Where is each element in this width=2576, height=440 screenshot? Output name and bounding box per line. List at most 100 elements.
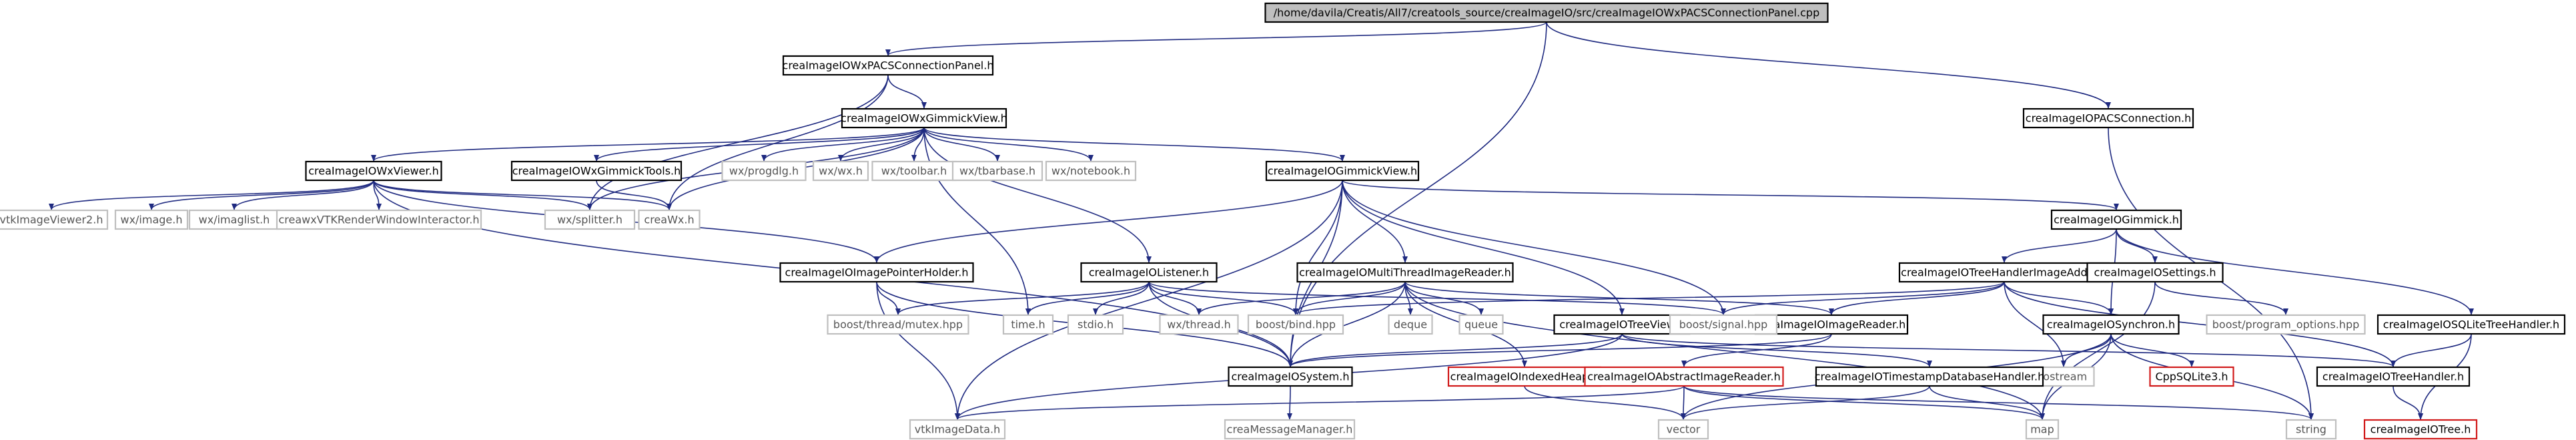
node-label-vtkimageviewer2: vtkImageViewer2.h xyxy=(0,214,103,226)
node-box-timeh xyxy=(1002,314,1054,335)
node-box-stdio xyxy=(1067,314,1124,335)
node-box-treehandler xyxy=(2316,366,2471,387)
node-wxwx: wx/wx.h xyxy=(812,160,869,182)
node-multithreadreader[interactable]: creaImageIOMultiThreadImageReader.h xyxy=(1296,262,1514,283)
node-label-indexedheap: creaImageIOIndexedHeap.h xyxy=(1450,371,1599,383)
node-vtkimageviewer2: vtkImageViewer2.h xyxy=(0,209,109,230)
node-settings[interactable]: creaImageIOSettings.h xyxy=(2086,262,2224,283)
node-label-synchron: creaImageIOSynchron.h xyxy=(2047,318,2175,331)
node-wxviewer[interactable]: creaImageIOWxViewer.h xyxy=(305,160,442,182)
edge-gimmick-to-treehandlerimageadder xyxy=(2002,228,2117,263)
node-box-multithreadreader xyxy=(1296,262,1514,283)
node-sqlitetreehandler[interactable]: creaImageIOSQLiteTreeHandler.h xyxy=(2377,314,2566,335)
node-box-queue xyxy=(1458,314,1504,335)
node-label-wxviewer: creaImageIOWxViewer.h xyxy=(308,165,439,178)
node-box-map xyxy=(2025,419,2060,440)
node-label-progopts: boost/program_options.hpp xyxy=(2212,318,2360,332)
node-box-listener xyxy=(1080,262,1218,283)
node-label-abstractreader: creaImageIOAbstractImageReader.h xyxy=(1587,371,1780,383)
node-system[interactable]: creaImageIOSystem.h xyxy=(1228,366,1353,387)
node-gimmick[interactable]: creaImageIOGimmick.h xyxy=(2050,209,2182,230)
node-box-abstractreader xyxy=(1584,366,1784,387)
edge-wxviewer-to-vtkimageviewer2 xyxy=(49,180,374,210)
edge-abstractreader-to-map xyxy=(1683,385,2045,420)
node-label-bind: boost/bind.hpp xyxy=(1256,318,1336,331)
node-label-vtkrenderwin: creawxVTKRenderWindowInteractor.h xyxy=(278,214,479,226)
node-wxpacspanel[interactable]: creaImageIOWxPACSConnectionPanel.h xyxy=(783,55,994,76)
edge-root-to-wxpacspanel xyxy=(885,21,1547,56)
node-pacsconn[interactable]: creaImageIOPACSConnection.h xyxy=(2022,107,2194,129)
node-label-timeh: time.h xyxy=(1011,318,1045,331)
edge-wxgimmickview-to-wxgimmicktools xyxy=(594,127,925,162)
edge-treehandler-to-tree xyxy=(2393,385,2423,420)
node-cppsqlite[interactable]: CppSQLite3.h xyxy=(2149,366,2234,387)
node-label-settings: creaImageIOSettings.h xyxy=(2094,266,2216,279)
node-label-iostream: iostream xyxy=(2040,371,2087,383)
node-indexedheap[interactable]: creaImageIOIndexedHeap.h xyxy=(1447,366,1602,387)
node-gimmickview[interactable]: creaImageIOGimmickView.h xyxy=(1265,160,1420,182)
node-label-wxpacspanel: creaImageIOWxPACSConnectionPanel.h xyxy=(783,59,994,72)
node-treehandlerimageadder[interactable]: creaImageIOTreeHandlerImageAdder.h xyxy=(1898,262,2110,283)
edges-layer xyxy=(49,21,2474,420)
node-label-treehandlerimageadder: creaImageIOTreeHandlerImageAdder.h xyxy=(1901,266,2108,279)
node-wxgimmicktools[interactable]: creaImageIOWxGimmickTools.h xyxy=(510,160,683,182)
node-box-sqlitetreehandler xyxy=(2377,314,2566,335)
edge-listener-to-bind xyxy=(1148,281,1298,315)
node-label-sqlitetreehandler: creaImageIOSQLiteTreeHandler.h xyxy=(2383,318,2559,331)
node-label-stdio: stdio.h xyxy=(1078,318,1114,331)
edge-timestampdb-to-vector xyxy=(1681,385,1930,420)
edge-gimmickview-to-bind xyxy=(1293,180,1343,315)
edge-wxgimmicktools-to-creawx xyxy=(596,180,672,210)
node-wxgimmickview[interactable]: creaImageIOWxGimmickView.h xyxy=(841,107,1007,129)
node-label-gimmick: creaImageIOGimmick.h xyxy=(2054,214,2179,226)
node-imagereader[interactable]: creaImageIOImageReader.h xyxy=(1754,314,1909,335)
edge-imagereader-to-system xyxy=(1288,333,1832,367)
node-tree[interactable]: creaImageIOTree.h xyxy=(2363,419,2478,440)
node-label-wximaglist: wx/imaglist.h xyxy=(199,214,270,226)
node-imagepointerholder[interactable]: creaImageIOImagePointerHolder.h xyxy=(779,262,974,283)
node-box-root xyxy=(1264,2,1829,23)
edge-wxviewer-to-splitter xyxy=(373,180,592,210)
edge-multithreadreader-to-queue xyxy=(1404,281,1484,315)
node-box-wxthread xyxy=(1159,314,1239,335)
node-box-gimmickview xyxy=(1265,160,1420,182)
node-label-wxthread: wx/thread.h xyxy=(1167,318,1231,331)
node-label-multithreadreader: creaImageIOMultiThreadImageReader.h xyxy=(1299,266,1511,279)
node-box-system xyxy=(1228,366,1353,387)
node-box-progdlg xyxy=(721,160,807,182)
edge-treeview-to-timestampdb xyxy=(1621,333,1932,367)
edge-wxpacspanel-to-creawx xyxy=(667,74,889,210)
node-box-pacsconn xyxy=(2022,107,2194,129)
edge-wxgimmickview-to-notebook xyxy=(923,127,1094,162)
node-string: string xyxy=(2285,419,2337,440)
node-label-timestampdb: creaImageIOTimestampDatabaseHandler.h xyxy=(1815,371,2045,383)
edge-gimmick-to-settings xyxy=(2116,228,2158,263)
node-box-bind xyxy=(1247,314,1344,335)
node-wximage: wx/image.h xyxy=(114,209,189,230)
node-label-vtkimagedata: vtkImageData.h xyxy=(915,423,1001,436)
node-listener[interactable]: creaImageIOListener.h xyxy=(1080,262,1218,283)
node-messagemanager: creaMessageManager.h xyxy=(1224,419,1356,440)
edge-treehandlerimageadder-to-synchron xyxy=(2004,281,2114,315)
node-timestampdb[interactable]: creaImageIOTimestampDatabaseHandler.h xyxy=(1815,366,2045,387)
edge-wxpacspanel-to-wxgimmickview xyxy=(887,74,927,109)
node-root[interactable]: /home/davila/Creatis/All7/creatools_sour… xyxy=(1264,2,1829,23)
node-label-messagemanager: creaMessageManager.h xyxy=(1227,423,1353,436)
edge-wxgimmickview-to-listener xyxy=(923,127,1152,263)
node-label-imagepointerholder: creaImageIOImagePointerHolder.h xyxy=(785,266,969,279)
node-label-pacsconn: creaImageIOPACSConnection.h xyxy=(2026,112,2191,125)
node-abstractreader[interactable]: creaImageIOAbstractImageReader.h xyxy=(1584,366,1784,387)
edge-listener-to-timeh xyxy=(1025,281,1150,315)
node-synchron[interactable]: creaImageIOSynchron.h xyxy=(2042,314,2180,335)
node-treehandler[interactable]: creaImageIOTreeHandler.h xyxy=(2316,366,2471,387)
node-box-messagemanager xyxy=(1224,419,1356,440)
node-box-vtkrenderwin xyxy=(276,209,482,230)
node-toolbar: wx/toolbar.h xyxy=(871,160,957,182)
node-label-signal: boost/signal.hpp xyxy=(1679,318,1768,331)
edge-gimmickview-to-imagepointerholder xyxy=(874,180,1343,263)
node-box-gimmick xyxy=(2050,209,2182,230)
edge-listener-to-stdio xyxy=(1093,281,1150,315)
node-box-vtkimageviewer2 xyxy=(0,209,109,230)
edge-wxgimmickview-to-gimmickview xyxy=(923,127,1345,162)
node-deque: deque xyxy=(1388,314,1433,335)
